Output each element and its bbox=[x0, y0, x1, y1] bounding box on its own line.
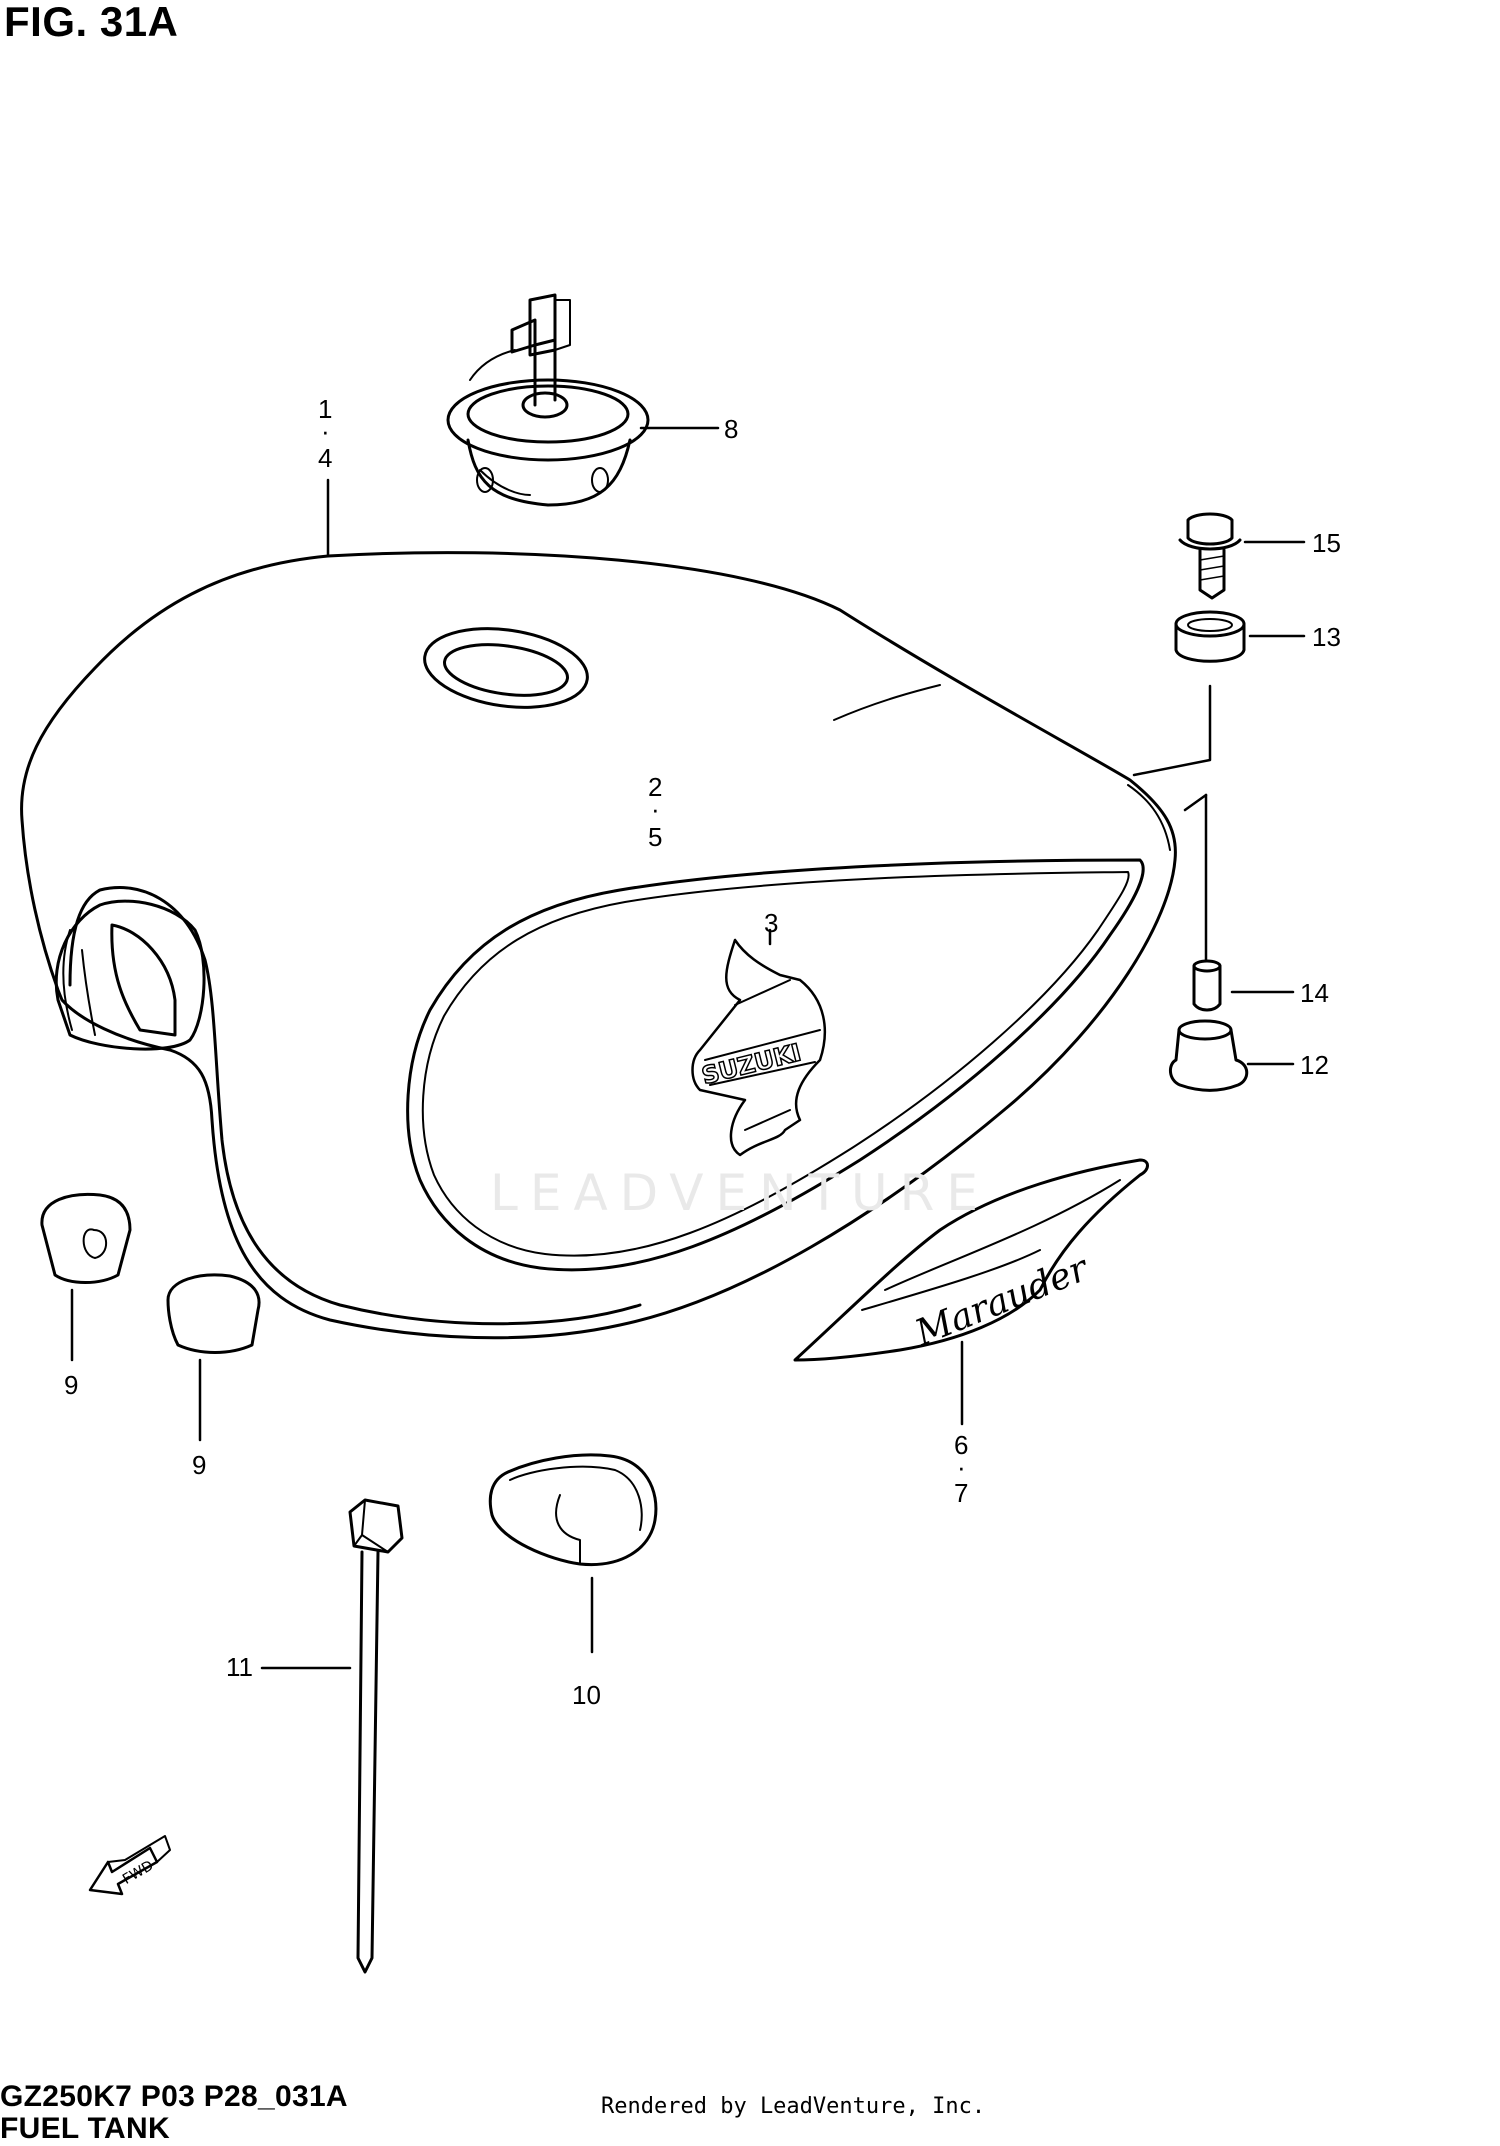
brand-badge bbox=[691, 928, 827, 1157]
callout-3: 3 bbox=[764, 908, 778, 938]
callout-9b: 9 bbox=[192, 1450, 206, 1480]
grommet bbox=[1174, 610, 1306, 663]
fuel-cap bbox=[446, 293, 720, 507]
callout-9a: 9 bbox=[64, 1370, 78, 1400]
watermark: LEADVENTURE bbox=[490, 1164, 990, 1222]
diagram-code: GZ250K7 P03 P28_031A bbox=[0, 2080, 348, 2113]
callout-7: 7 bbox=[954, 1478, 968, 1508]
fuel-tank bbox=[20, 551, 1177, 1340]
callout-1: 1 bbox=[318, 394, 332, 424]
collar bbox=[1192, 959, 1295, 1012]
callout-13: 13 bbox=[1312, 622, 1341, 652]
callout-5: 5 bbox=[648, 822, 662, 852]
callout-dot-2: · bbox=[651, 794, 660, 824]
figure-title: FIG. 31A bbox=[4, 0, 179, 45]
cushion-9a bbox=[40, 1192, 132, 1362]
callout-15: 15 bbox=[1312, 528, 1341, 558]
render-credit: Rendered by LeadVenture, Inc. bbox=[601, 2094, 986, 2119]
callout-4: 4 bbox=[318, 443, 332, 473]
bolt bbox=[1178, 512, 1306, 600]
callout-10: 10 bbox=[572, 1680, 601, 1710]
fwd-arrow-icon bbox=[88, 1835, 171, 1896]
callout-12: 12 bbox=[1300, 1050, 1329, 1080]
callout-11: 11 bbox=[226, 1652, 253, 1682]
callout-14: 14 bbox=[1300, 978, 1329, 1008]
clip bbox=[488, 1453, 658, 1654]
callout-dot-6: · bbox=[957, 1452, 966, 1482]
callout-6: 6 bbox=[954, 1430, 968, 1460]
section-title: FUEL TANK bbox=[0, 2112, 170, 2145]
cushion bbox=[1169, 1019, 1295, 1092]
side-emblem bbox=[793, 1158, 1149, 1426]
brand-badge-text: SUZUKI bbox=[699, 1038, 804, 1090]
callout-8: 8 bbox=[724, 414, 738, 444]
callout-dot-1: · bbox=[321, 416, 330, 446]
cushion-9b bbox=[166, 1273, 261, 1442]
callout-2: 2 bbox=[648, 772, 662, 802]
side-emblem-text: Marauder bbox=[909, 1247, 1095, 1354]
knee-pad-panel bbox=[406, 858, 1145, 1272]
cable-tie bbox=[260, 1498, 404, 1974]
